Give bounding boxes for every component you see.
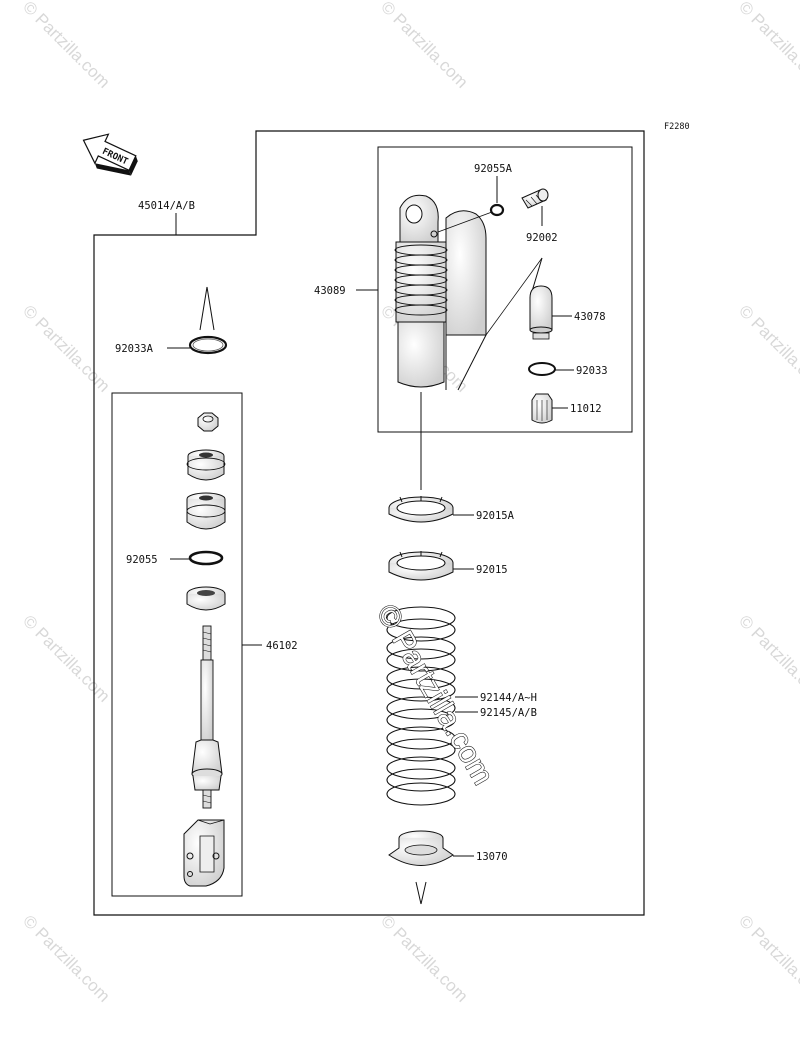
watermark-text: © Partzilla.com	[19, 301, 113, 395]
circlip-92033	[528, 362, 574, 376]
rubber-bushing-upper	[186, 449, 226, 481]
part-label-92055[interactable]: 92055	[126, 554, 158, 566]
nut	[197, 412, 219, 432]
circlip-92033a	[167, 286, 228, 355]
coil-spring	[386, 606, 478, 806]
part-label-92145[interactable]: 92145/A/B	[480, 707, 537, 719]
part-label-92033[interactable]: 92033	[576, 365, 608, 377]
o-ring-92055	[170, 550, 224, 566]
watermark-text: © Partzilla.com	[377, 911, 471, 1005]
watermark-text: © Partzilla.com	[19, 611, 113, 705]
part-label-92144[interactable]: 92144/A~H	[480, 692, 537, 704]
diagram-code: F2280	[664, 122, 690, 132]
watermark-text: © Partzilla.com	[377, 0, 471, 92]
part-label-46102[interactable]: 46102	[266, 640, 298, 652]
part-label-45014[interactable]: 45014/A/B	[138, 200, 195, 212]
nut-92015	[388, 551, 474, 581]
clevis-bracket	[183, 819, 225, 887]
part-label-13070[interactable]: 13070	[476, 851, 508, 863]
cap-43078	[485, 257, 572, 340]
shock-body-43089	[394, 194, 493, 490]
watermark-text: © Partzilla.com	[735, 0, 800, 92]
collar	[186, 586, 226, 611]
cap-11012	[531, 393, 568, 424]
part-label-92015a[interactable]: 92015A	[476, 510, 515, 522]
rubber-bushing-lower	[186, 492, 226, 530]
part-label-92033a[interactable]: 92033A	[115, 343, 154, 355]
part-label-92002[interactable]: 92002	[526, 232, 558, 244]
watermark-text: © Partzilla.com	[19, 0, 113, 92]
part-label-43089[interactable]: 43089	[314, 285, 346, 297]
part-label-92055a[interactable]: 92055A	[474, 163, 513, 175]
spring-seat-13070	[388, 830, 474, 905]
part-label-92015[interactable]: 92015	[476, 564, 508, 576]
part-label-43078[interactable]: 43078	[574, 311, 606, 323]
front-arrow-icon: FRONT	[82, 133, 138, 176]
watermark-text: © Partzilla.com	[735, 911, 800, 1005]
bolt-92002	[521, 188, 549, 226]
watermark-text: © Partzilla.com	[735, 611, 800, 705]
watermark-text: © Partzilla.com	[19, 911, 113, 1005]
damper-rod	[191, 625, 223, 809]
locknut-92015a	[388, 496, 474, 523]
watermark-text: © Partzilla.com	[735, 301, 800, 395]
assembly-frame	[93, 130, 645, 916]
part-label-11012[interactable]: 11012	[570, 403, 602, 415]
o-ring-92055a	[489, 203, 505, 217]
